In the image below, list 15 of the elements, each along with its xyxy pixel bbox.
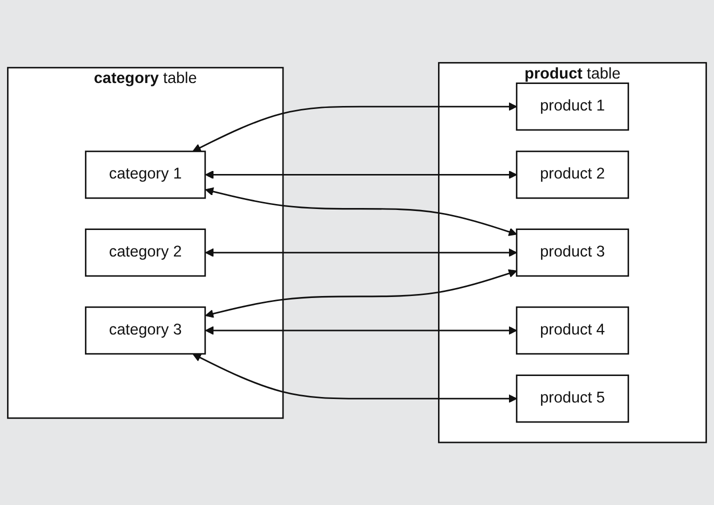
node-box: product 4 (516, 306, 630, 354)
arrow (192, 353, 518, 403)
node-box: category 2 (84, 228, 206, 277)
node-box: product 1 (516, 82, 630, 131)
arrow (205, 269, 518, 318)
arrow (205, 248, 518, 257)
arrow (192, 102, 518, 152)
arrow (205, 326, 518, 335)
node-box: product 3 (516, 228, 630, 277)
node-box: product 2 (516, 150, 630, 199)
node-box: category 3 (84, 306, 206, 354)
node-box: category 1 (84, 150, 206, 199)
node-box: product 5 (516, 374, 630, 423)
arrow (205, 187, 518, 236)
arrow (205, 170, 518, 179)
